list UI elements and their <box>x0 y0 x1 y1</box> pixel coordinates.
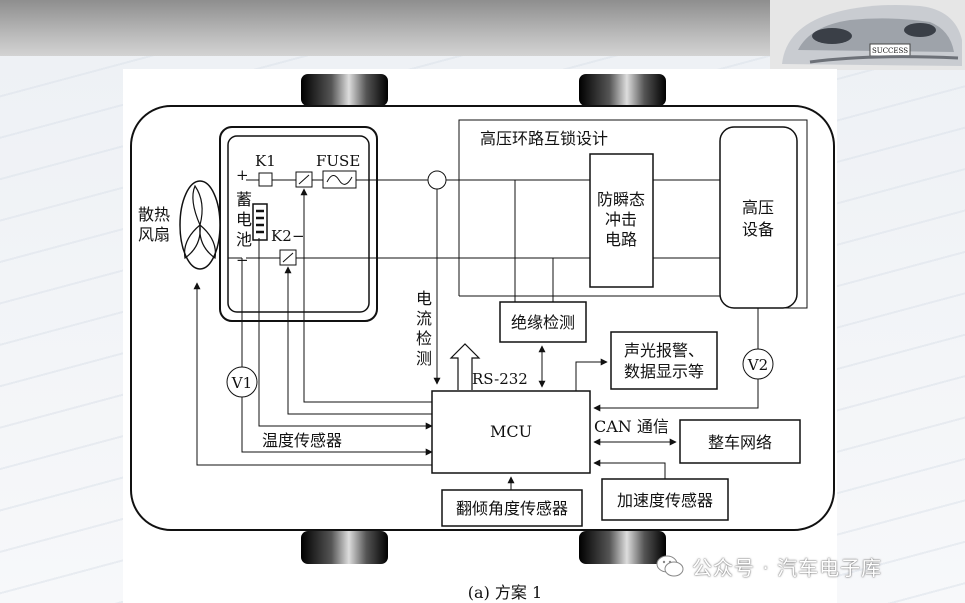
wheel-front-left <box>301 74 388 106</box>
rs232-arrow <box>449 343 481 390</box>
current-sensor <box>427 170 447 190</box>
k2-minus-sign: − <box>292 227 305 245</box>
current-detect-1: 电 <box>416 289 432 308</box>
accel-sensor-box <box>601 478 729 521</box>
plus-sign: + <box>236 166 249 184</box>
battery-pack-inner <box>227 135 370 313</box>
insulation-detect-box <box>499 301 587 343</box>
v2-label: V2 <box>747 356 768 374</box>
battery-label-1: 蓄 <box>236 190 252 209</box>
mcu-label: MCU <box>490 422 532 441</box>
surge-label-2: 冲击 <box>605 210 637 229</box>
fan-label-2: 风扇 <box>138 225 170 244</box>
car-photo: SUCCESS <box>770 0 965 70</box>
mcu-box <box>431 390 591 474</box>
current-detect-2: 流 <box>416 309 432 328</box>
hv-label-2: 设备 <box>742 220 774 239</box>
fuse-label: FUSE <box>316 152 360 170</box>
wechat-icon <box>656 555 684 577</box>
accel-sensor-label: 加速度传感器 <box>617 491 713 510</box>
watermark-text: 公众号 · 汽车电子库 <box>692 556 883 580</box>
interlock-loop <box>458 119 808 309</box>
battery-label-3: 池 <box>236 230 252 249</box>
battery-label-2: 电 <box>236 210 252 229</box>
current-detect-3: 检 <box>416 329 432 348</box>
v1-label: V1 <box>231 374 252 392</box>
battery-cells <box>252 203 268 241</box>
figure-caption: (a) 方案 1 <box>468 583 542 602</box>
alarm-label-2: 数据显示等 <box>624 362 704 381</box>
fan-label-1: 散热 <box>138 205 170 224</box>
k1-label: K1 <box>255 152 276 170</box>
hv-label-1: 高压 <box>742 198 774 217</box>
surge-label-3: 电路 <box>605 230 637 249</box>
hv-equipment-box <box>719 126 798 309</box>
tilt-sensor-box <box>441 489 583 527</box>
insulation-detect-label: 绝缘检测 <box>511 313 575 332</box>
current-detect-4: 测 <box>416 349 432 368</box>
surge-protection-box <box>589 153 654 288</box>
surge-label-1: 防瞬态 <box>597 190 645 209</box>
vehicle-network-label: 整车网络 <box>708 433 772 452</box>
alarm-display-box <box>610 331 718 390</box>
alarm-label-1: 声光报警、 <box>624 341 704 360</box>
k1-contactor <box>258 172 273 187</box>
wheel-rear-left <box>301 531 388 564</box>
vehicle-outline <box>130 105 835 531</box>
rs232-label: RS-232 <box>472 370 528 388</box>
car-plate-text: SUCCESS <box>872 47 908 55</box>
wheel-front-right <box>579 74 666 106</box>
can-label: CAN 通信 <box>594 417 669 436</box>
tilt-sensor-label: 翻倾角度传感器 <box>456 499 568 518</box>
k2-label: K2 <box>271 227 292 245</box>
interlock-title: 高压环路互锁设计 <box>480 129 608 148</box>
vehicle-network-box <box>679 419 801 464</box>
temp-sensor-label: 温度传感器 <box>262 431 342 450</box>
wheel-rear-right <box>579 531 666 564</box>
